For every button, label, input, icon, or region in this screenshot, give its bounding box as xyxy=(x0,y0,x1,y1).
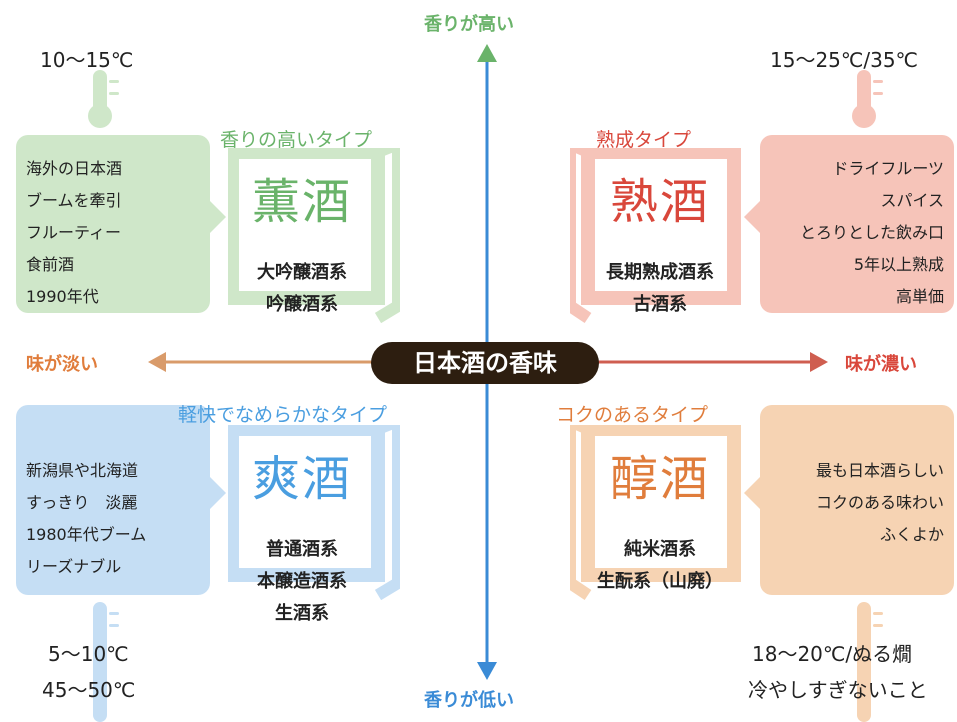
masu-cup-icon xyxy=(570,148,741,323)
desc-line: 高単価 xyxy=(895,287,944,306)
desc-line: 海外の日本酒 xyxy=(26,159,123,178)
desc-line: 最も日本酒らしい xyxy=(815,461,944,480)
sake-cup-top-right: 熟酒 長期熟成酒系 古酒系 xyxy=(570,148,742,323)
sake-cup-bottom-right: 醇酒 純米酒系 生酛系（山廃） xyxy=(570,425,742,600)
desc-line: すっきり 淡麗 xyxy=(26,493,138,512)
axis-label-top: 香りが高い xyxy=(424,14,514,35)
sake-name: 爽酒 xyxy=(251,451,352,507)
arrow-up-icon xyxy=(477,44,497,62)
temp-bottom-left-2: 45～50℃ xyxy=(42,678,136,702)
sake-cup-top-left: 薫酒 大吟醸酒系 吟醸酒系 xyxy=(228,148,400,323)
arrow-left-icon xyxy=(148,352,166,372)
desc-line: 5年以上熟成 xyxy=(853,255,944,274)
sake-name: 醇酒 xyxy=(609,451,710,507)
sake-kind: 本醸造酒系 xyxy=(257,571,347,592)
desc-line: 1980年代ブーム xyxy=(26,525,147,544)
sake-kind: 生酛系（山廃） xyxy=(597,571,723,592)
thermometer-icon xyxy=(852,70,883,130)
masu-cup-icon xyxy=(570,425,741,600)
desc-line: ドライフルーツ xyxy=(832,159,944,178)
desc-line: コクのある味わい xyxy=(815,493,944,512)
desc-panel-bottom-left: 新潟県や北海道 すっきり 淡麗 1980年代ブーム リーズナブル xyxy=(16,405,226,595)
thermometer-icon xyxy=(852,602,883,722)
arrow-right-icon xyxy=(810,352,828,372)
desc-line: スパイス xyxy=(880,191,944,210)
sake-kind: 古酒系 xyxy=(633,294,687,315)
sake-cup-bottom-left: 爽酒 普通酒系 本醸造酒系 生酒系 xyxy=(228,425,400,624)
desc-line: とろりとした飲み口 xyxy=(799,223,944,242)
arrow-down-icon xyxy=(477,662,497,680)
temp-bottom-right-1: 18～20℃/ぬる燗 xyxy=(752,642,913,666)
desc-line: フルーティー xyxy=(26,223,122,242)
center-title: 日本酒の香味 xyxy=(371,342,599,384)
sake-kind: 大吟醸酒系 xyxy=(257,262,347,283)
desc-line: ブームを牽引 xyxy=(26,191,122,210)
thermometer-icon xyxy=(88,70,119,130)
masu-cup-icon xyxy=(228,425,400,600)
masu-cup-icon xyxy=(228,148,400,323)
sake-name: 薫酒 xyxy=(251,174,352,230)
temp-top-right: 15～25℃/35℃ xyxy=(770,48,919,72)
desc-line: ふくよか xyxy=(879,525,944,544)
desc-line: 1990年代 xyxy=(26,287,99,306)
desc-line: 食前酒 xyxy=(26,255,75,274)
desc-panel-top-left: 海外の日本酒 ブームを牽引 フルーティー 食前酒 1990年代 xyxy=(16,135,226,313)
type-label-bottom-right: コクのあるタイプ xyxy=(556,404,709,426)
sake-kind: 純米酒系 xyxy=(624,539,696,560)
temp-top-left: 10～15℃ xyxy=(40,48,134,72)
desc-panel-top-right: ドライフルーツ スパイス とろりとした飲み口 5年以上熟成 高単価 xyxy=(744,135,954,313)
sake-kind: 生酒系 xyxy=(275,603,329,624)
axis-label-right: 味が濃い xyxy=(845,354,917,375)
sake-kind: 普通酒系 xyxy=(266,539,338,560)
desc-line: 新潟県や北海道 xyxy=(26,461,139,480)
desc-line: リーズナブル xyxy=(26,557,122,576)
sake-kind: 吟醸酒系 xyxy=(266,294,338,315)
thermometer-icon xyxy=(88,602,119,722)
type-label-top-right: 熟成タイプ xyxy=(596,129,692,151)
temp-bottom-left-1: 5～10℃ xyxy=(48,642,129,666)
sake-name: 熟酒 xyxy=(609,174,710,230)
axis-label-bottom: 香りが低い xyxy=(424,690,514,711)
axis-label-left: 味が淡い xyxy=(26,354,98,375)
temp-bottom-right-2: 冷やしすぎないこと xyxy=(748,678,928,702)
desc-panel-bottom-right: 最も日本酒らしい コクのある味わい ふくよか xyxy=(744,405,954,595)
type-label-bottom-left: 軽快でなめらかなタイプ xyxy=(178,404,388,426)
type-label-top-left: 香りの高いタイプ xyxy=(220,129,373,151)
sake-kind: 長期熟成酒系 xyxy=(606,262,714,283)
